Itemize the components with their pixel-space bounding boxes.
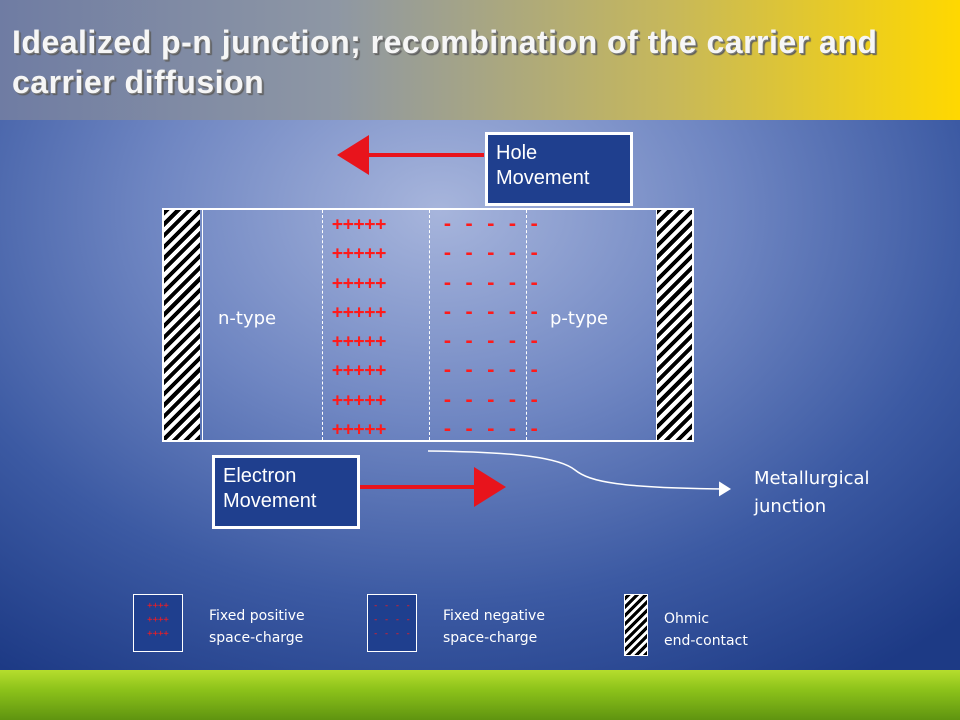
legend-positive-symbol: ++++ ++++ ++++ xyxy=(133,594,183,652)
positive-charge-row: +++++ xyxy=(332,389,387,411)
legend-negative-row: - - - - xyxy=(373,615,411,625)
left-contact-edge xyxy=(202,210,203,440)
legend-ohmic-contact-symbol xyxy=(624,594,648,656)
electron-label-line1: Electron xyxy=(223,465,297,487)
bottom-bar xyxy=(0,670,960,720)
left-ohmic-contact xyxy=(164,210,200,440)
hole-label-line1: Hole xyxy=(496,142,538,164)
legend-negative-text: Fixed negative space-charge xyxy=(443,605,545,649)
positive-charge-row: +++++ xyxy=(332,272,387,294)
title-bar xyxy=(0,0,960,120)
hole-movement-label: Hole Movement xyxy=(485,132,633,206)
depletion-left-boundary xyxy=(322,210,323,440)
positive-charge-row: +++++ xyxy=(332,419,387,441)
negative-charge-row: - - - - - xyxy=(442,301,540,323)
legend-positive-row: ++++ xyxy=(147,629,169,639)
slide-title: Idealized p-n junction; recombination of… xyxy=(12,24,878,100)
metallurgical-line2: junction xyxy=(754,496,827,517)
right-contact-edge xyxy=(656,210,657,440)
negative-charge-row: - - - - - xyxy=(442,243,540,265)
depletion-right-boundary xyxy=(526,210,527,440)
metallurgical-line1: Metallurgical xyxy=(754,468,870,489)
legend-contact-line2: end-contact xyxy=(664,633,748,649)
legend-positive-row: ++++ xyxy=(147,615,169,625)
electron-label-line2: Movement xyxy=(223,490,317,512)
positive-space-charge: +++++ +++++ +++++ +++++ +++++ +++++ +++++ +++++ xyxy=(332,210,386,444)
negative-charge-row: - - - - - xyxy=(442,360,540,382)
positive-charge-row: +++++ xyxy=(332,243,387,265)
legend-negative-row: - - - - xyxy=(373,601,411,611)
pn-junction-diagram: n-type p-type ++++++++++++++++++++++++++… xyxy=(162,208,694,442)
metallurgical-junction-line xyxy=(429,210,430,440)
positive-charge-row: +++++ xyxy=(332,360,387,382)
legend-positive-line1: Fixed positive xyxy=(209,608,305,624)
negative-charge-row: - - - - - xyxy=(442,272,540,294)
legend-positive-text: Fixed positive space-charge xyxy=(209,605,305,649)
legend-contact-text: Ohmic end-contact xyxy=(664,608,748,652)
p-type-label: p-type xyxy=(550,308,609,329)
n-type-label: n-type xyxy=(218,308,277,329)
negative-charge-row: - - - - - xyxy=(442,214,540,235)
legend-contact-line1: Ohmic xyxy=(664,611,710,627)
metallurgical-junction-label: Metallurgical junction xyxy=(754,465,870,521)
legend-negative-line2: space-charge xyxy=(443,630,538,646)
electron-movement-label: Electron Movement xyxy=(212,455,360,529)
negative-charge-row: - - - - - xyxy=(442,331,540,353)
negative-charge-row: - - - - - xyxy=(442,419,540,441)
legend-negative-row: - - - - xyxy=(373,629,411,639)
positive-charge-row: +++++ xyxy=(332,301,387,323)
legend-negative-line1: Fixed negative xyxy=(443,608,545,624)
negative-space-charge: - - - - - - - - - - - - - - - - - - - - - - … xyxy=(442,210,540,444)
legend-positive-row: ++++ xyxy=(147,601,169,611)
legend-positive-line2: space-charge xyxy=(209,630,304,646)
positive-charge-row: +++++ xyxy=(332,214,387,235)
right-ohmic-contact xyxy=(656,210,692,440)
negative-charge-row: - - - - - xyxy=(442,389,540,411)
hole-label-line2: Movement xyxy=(496,167,590,189)
positive-charge-row: +++++ xyxy=(332,331,387,353)
legend-negative-symbol: - - - - - - - - - - - - xyxy=(367,594,417,652)
metallurgical-junction-pointer xyxy=(427,450,731,497)
